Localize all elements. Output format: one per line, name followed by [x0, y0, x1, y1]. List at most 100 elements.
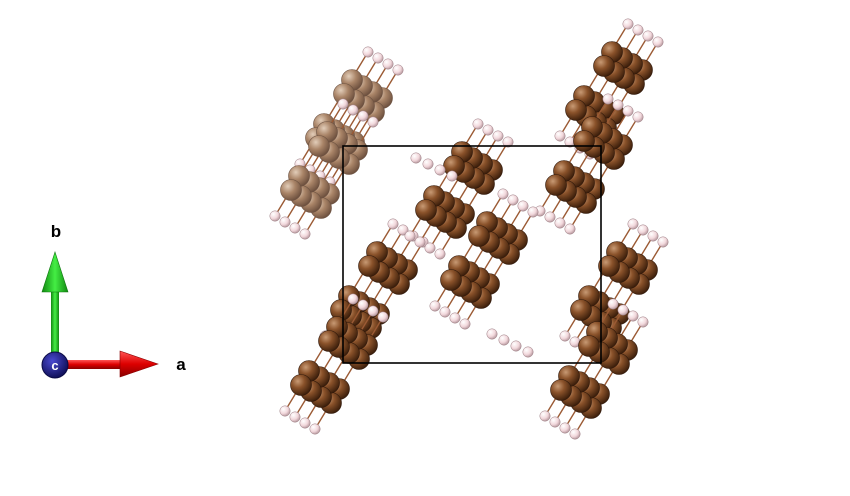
light-atom	[439, 306, 451, 318]
light-atom	[486, 328, 498, 340]
light-atom	[397, 224, 409, 236]
light-atom	[517, 200, 529, 212]
heavy-atom	[565, 99, 587, 121]
light-atom	[492, 130, 504, 142]
light-atom	[279, 216, 291, 228]
light-atom	[502, 136, 514, 148]
b-axis-shaft	[51, 290, 59, 365]
light-atom	[289, 411, 301, 423]
light-atom	[622, 105, 634, 117]
light-atom	[632, 24, 644, 36]
b-axis-label: b	[51, 222, 61, 241]
light-atom	[522, 346, 534, 358]
light-atom	[637, 224, 649, 236]
light-atom	[269, 210, 281, 222]
light-atom	[627, 218, 639, 230]
light-atom	[539, 410, 551, 422]
light-atom	[612, 99, 624, 111]
light-atom	[347, 293, 359, 305]
b-axis-arrowhead	[41, 251, 69, 293]
heavy-atom	[468, 225, 490, 247]
heavy-atom	[308, 135, 330, 157]
light-atom	[622, 18, 634, 30]
c-axis-marker	[41, 351, 69, 379]
light-atom	[382, 58, 394, 70]
unit-cell	[342, 145, 602, 364]
light-atom	[498, 334, 510, 346]
light-atom	[544, 211, 556, 223]
light-atom	[357, 299, 369, 311]
light-atom	[429, 300, 441, 312]
heavy-atom	[570, 299, 592, 321]
heavy-atom	[573, 130, 595, 152]
light-atom	[627, 310, 639, 322]
light-atom	[569, 428, 581, 440]
light-atom	[422, 158, 434, 170]
light-atom	[527, 206, 539, 218]
a-axis-shaft	[55, 360, 125, 369]
light-atom	[564, 223, 576, 235]
light-atom	[347, 104, 359, 116]
light-atom	[289, 222, 301, 234]
light-atom	[549, 416, 561, 428]
c-axis-label: c	[51, 358, 58, 373]
light-atom	[434, 164, 446, 176]
light-atom	[482, 124, 494, 136]
light-atom	[367, 305, 379, 317]
light-atom	[647, 230, 659, 242]
molecule-layer	[269, 18, 669, 440]
light-atom	[387, 218, 399, 230]
light-atom	[299, 417, 311, 429]
heavy-atom	[290, 374, 312, 396]
molecule-stack	[429, 188, 539, 330]
light-atom	[367, 116, 379, 128]
light-atom	[410, 152, 422, 164]
a-axis-arrowhead	[119, 350, 159, 378]
light-atom	[510, 340, 522, 352]
heavy-atom	[318, 330, 340, 352]
light-atom	[377, 311, 389, 323]
light-atom	[372, 52, 384, 64]
a-axis-label: a	[176, 355, 186, 374]
light-atom	[559, 422, 571, 434]
light-atom	[424, 242, 436, 254]
heavy-atom	[578, 335, 600, 357]
light-atom	[497, 188, 509, 200]
light-atom	[657, 236, 669, 248]
light-atom	[607, 298, 619, 310]
light-atom	[434, 248, 446, 260]
molecule-stack	[269, 98, 379, 240]
heavy-atom	[593, 55, 615, 77]
light-atom	[637, 316, 649, 328]
light-atom	[554, 130, 566, 142]
light-atom	[357, 110, 369, 122]
heavy-atom	[545, 174, 567, 196]
heavy-atom	[598, 255, 620, 277]
heavy-atom	[280, 179, 302, 201]
light-atom	[392, 64, 404, 76]
molecule-stack	[539, 298, 649, 440]
light-atom	[472, 118, 484, 130]
heavy-atom	[440, 269, 462, 291]
light-atom	[507, 194, 519, 206]
light-atom	[309, 423, 321, 435]
light-atom	[449, 312, 461, 324]
heavy-atom	[358, 255, 380, 277]
light-atom	[652, 36, 664, 48]
light-atom	[404, 230, 416, 242]
light-atom	[642, 30, 654, 42]
light-atom	[602, 93, 614, 105]
light-atom	[617, 304, 629, 316]
light-atom	[279, 405, 291, 417]
light-atom	[632, 111, 644, 123]
light-atom	[337, 98, 349, 110]
axis-triad: c b a	[41, 222, 186, 379]
light-atom	[362, 46, 374, 58]
light-atom	[299, 228, 311, 240]
light-atom	[459, 318, 471, 330]
light-atom	[414, 236, 426, 248]
heavy-atom	[550, 379, 572, 401]
light-atom	[446, 170, 458, 182]
heavy-atom	[415, 199, 437, 221]
